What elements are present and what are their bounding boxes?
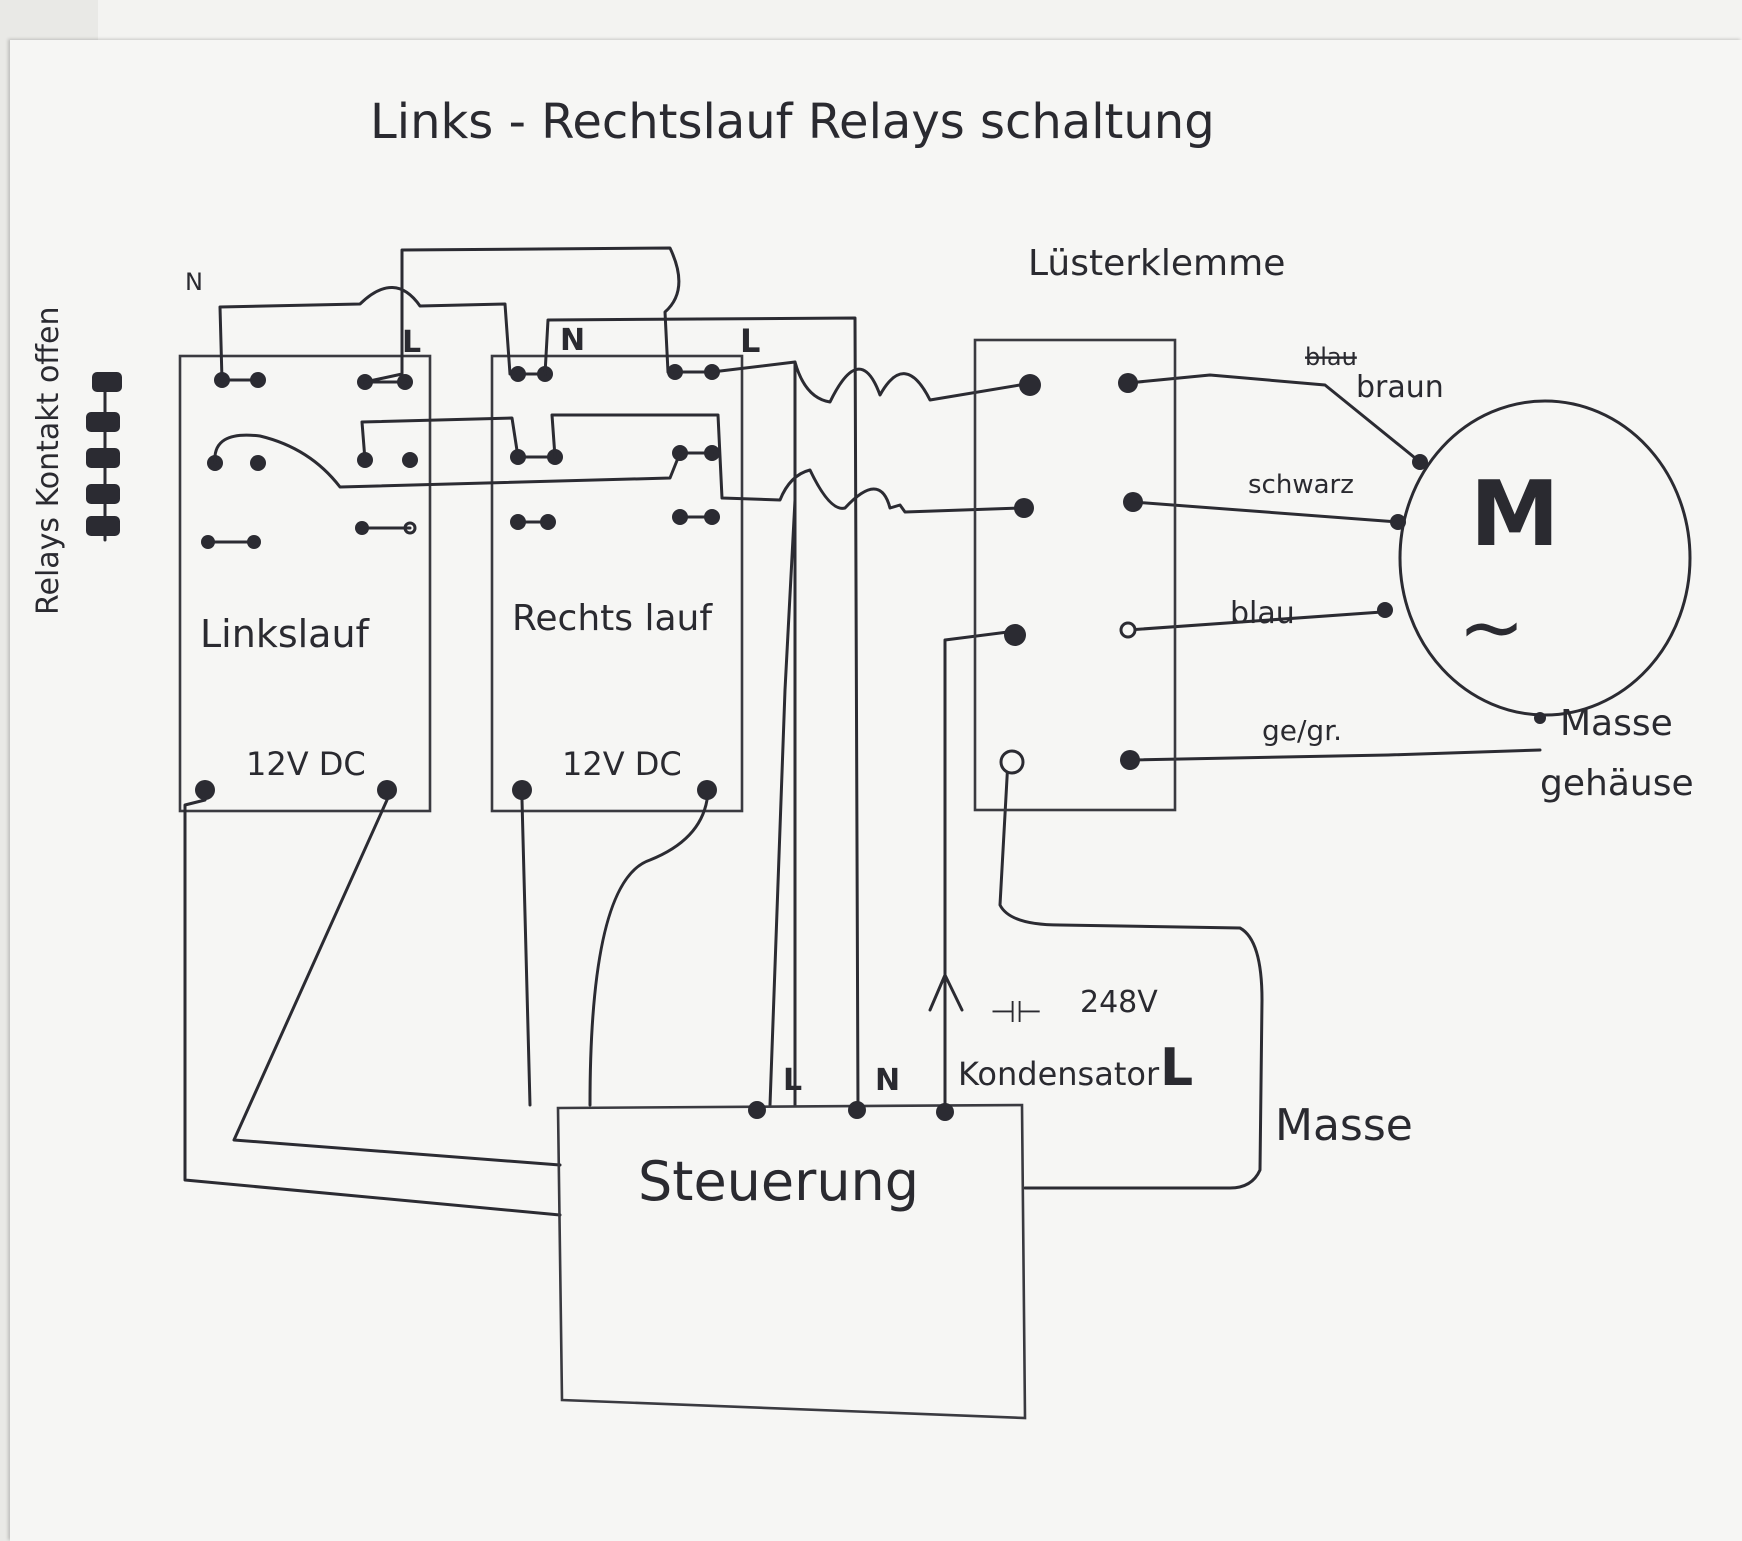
terminal-block: [973, 338, 1177, 812]
wire-label-gegr: ge/gr.: [1262, 714, 1342, 747]
relay-links-box: [178, 354, 432, 813]
relay-rechts-label: Rechts lauf: [512, 598, 713, 639]
open-contact-symbols: [86, 372, 122, 542]
motor-terminals: [1377, 454, 1546, 724]
capacitor-label: Kondensator: [958, 1055, 1160, 1093]
masse-label: Masse: [1275, 1100, 1413, 1151]
capacitor-arrow: [928, 973, 964, 1012]
diagram-title: Links - Rechtslauf Relays schaltung: [370, 94, 1215, 150]
controller-l-label: L: [783, 1063, 802, 1098]
motor-ac-symbol: ~: [1458, 581, 1525, 674]
label-n-left: N: [185, 268, 203, 296]
relay-rechts-terminals: [510, 364, 720, 800]
relay-links-terminals: [195, 372, 418, 800]
wiring: [183, 246, 1542, 1217]
paper-sheet: [10, 40, 1742, 1541]
label-l-left: L: [402, 325, 421, 360]
relay-rechts-box: [490, 354, 744, 813]
capacitor-value: 248V: [1080, 985, 1158, 1020]
relay-contact-links: [206, 370, 714, 544]
wire-label-schwarz: schwarz: [1248, 470, 1354, 500]
relay-rechts-coil-label: 12V DC: [562, 745, 682, 783]
controller-box: [556, 1103, 1027, 1420]
motor-symbol: M: [1470, 462, 1560, 567]
wire-label-blau: blau: [1230, 596, 1295, 631]
controller-n-label: N: [875, 1063, 900, 1098]
relay-links-label: Linkslauf: [200, 612, 371, 656]
masse-gehaeuse-line1: Masse: [1560, 703, 1673, 744]
wire-label-braun: braun: [1356, 370, 1444, 405]
relay-links-coil-label: 12V DC: [246, 745, 366, 783]
label-n-mid: N: [560, 323, 585, 358]
wire-strike-label: blau: [1305, 343, 1357, 371]
controller-terminals: [748, 1101, 954, 1121]
controller-label: Steuerung: [638, 1150, 919, 1213]
masse-gehaeuse-line2: gehäuse: [1540, 763, 1694, 804]
terminal-block-label: Lüsterklemme: [1028, 243, 1285, 284]
side-note: Relays Kontakt offen: [31, 307, 66, 615]
label-l-mid: L: [740, 322, 760, 360]
capacitor-l-label: L: [1160, 1038, 1193, 1098]
capacitor-symbol: ⊣⊢: [990, 995, 1042, 1030]
terminal-block-screws: [999, 373, 1143, 775]
